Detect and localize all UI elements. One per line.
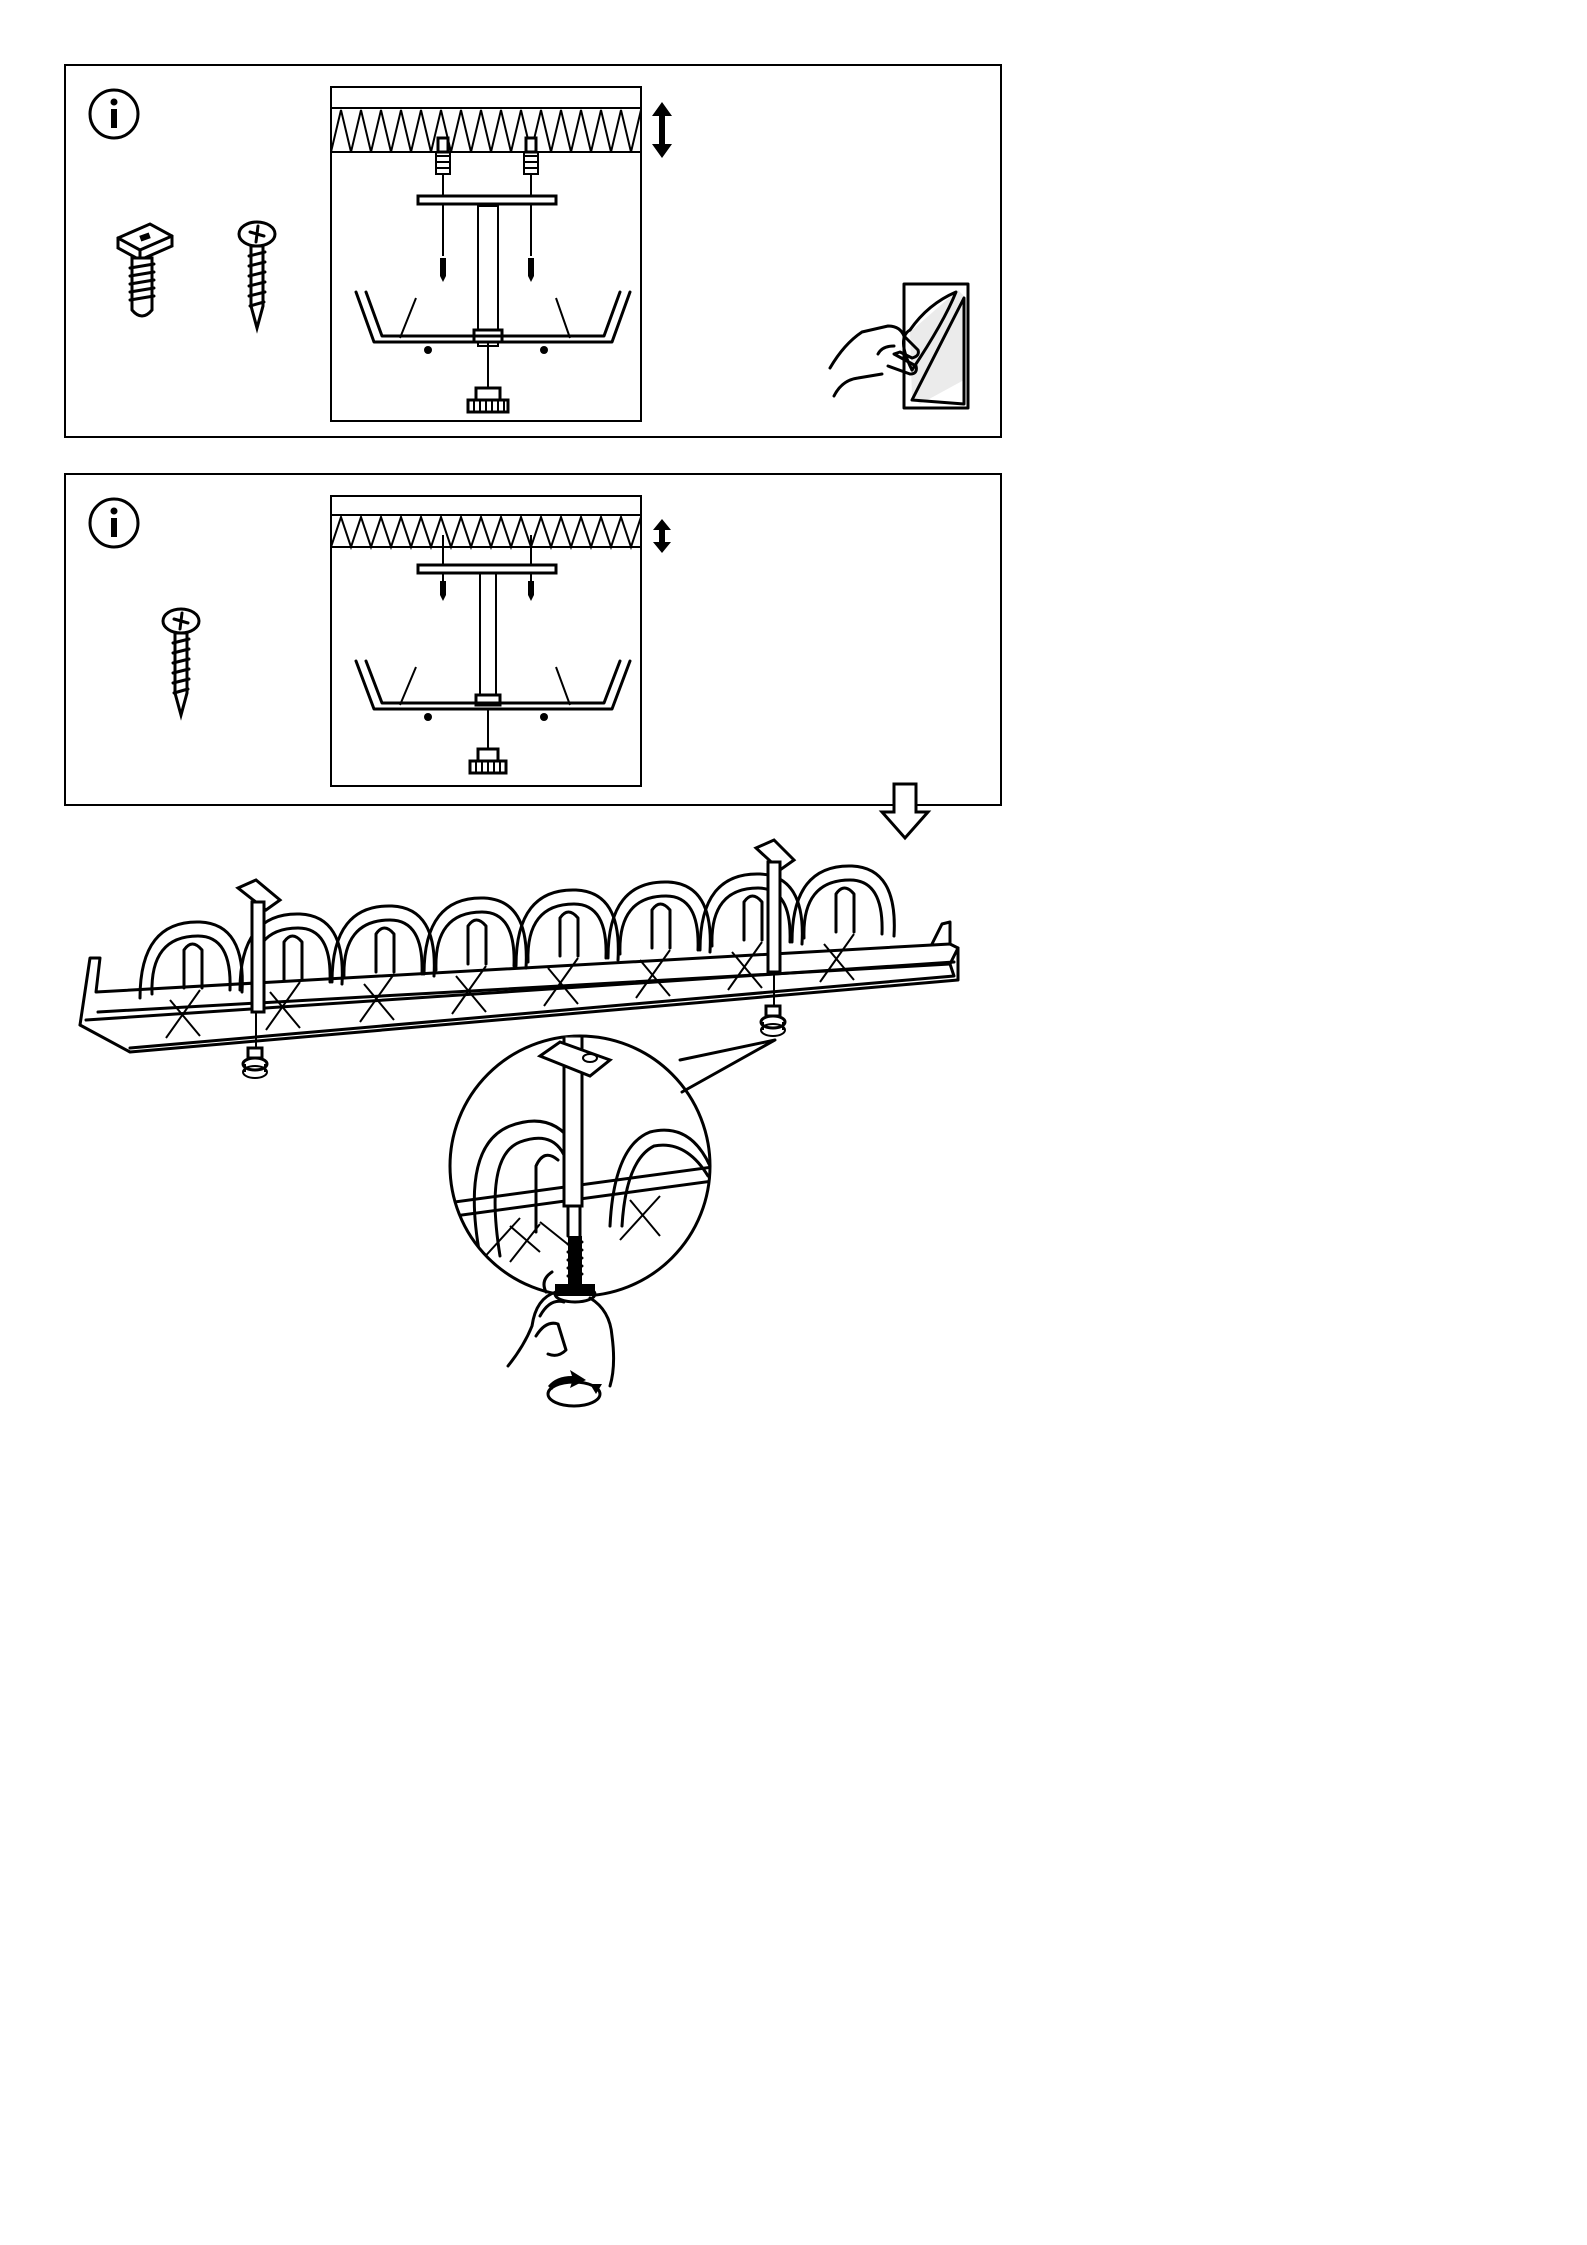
adjustment-knob-right [761, 1006, 785, 1036]
wood-screw-icon [156, 605, 206, 720]
top-screw-right [524, 138, 538, 174]
height-adjust-arrow-icon [650, 102, 674, 158]
mount-diagram-thin-top [330, 495, 642, 787]
rotate-arrow-icon [548, 1370, 602, 1406]
step-panel-1 [64, 64, 1002, 438]
step-panel-2 [64, 473, 1002, 806]
height-adjust-small-arrow-icon [652, 519, 672, 553]
info-circle-icon [86, 86, 142, 142]
top-screw-left [436, 138, 450, 174]
adjustment-knob-left [243, 1048, 267, 1078]
cross-dowel-screw-icon [110, 218, 180, 328]
mount-diagram-thick-top [330, 86, 642, 422]
info-circle-icon [86, 495, 142, 551]
zoom-detail [440, 1036, 724, 1416]
wood-screw-icon [232, 218, 282, 333]
peel-sticker-icon [828, 280, 974, 414]
mounting-bracket-left [238, 880, 280, 1050]
turn-page-arrow-icon [880, 782, 930, 840]
